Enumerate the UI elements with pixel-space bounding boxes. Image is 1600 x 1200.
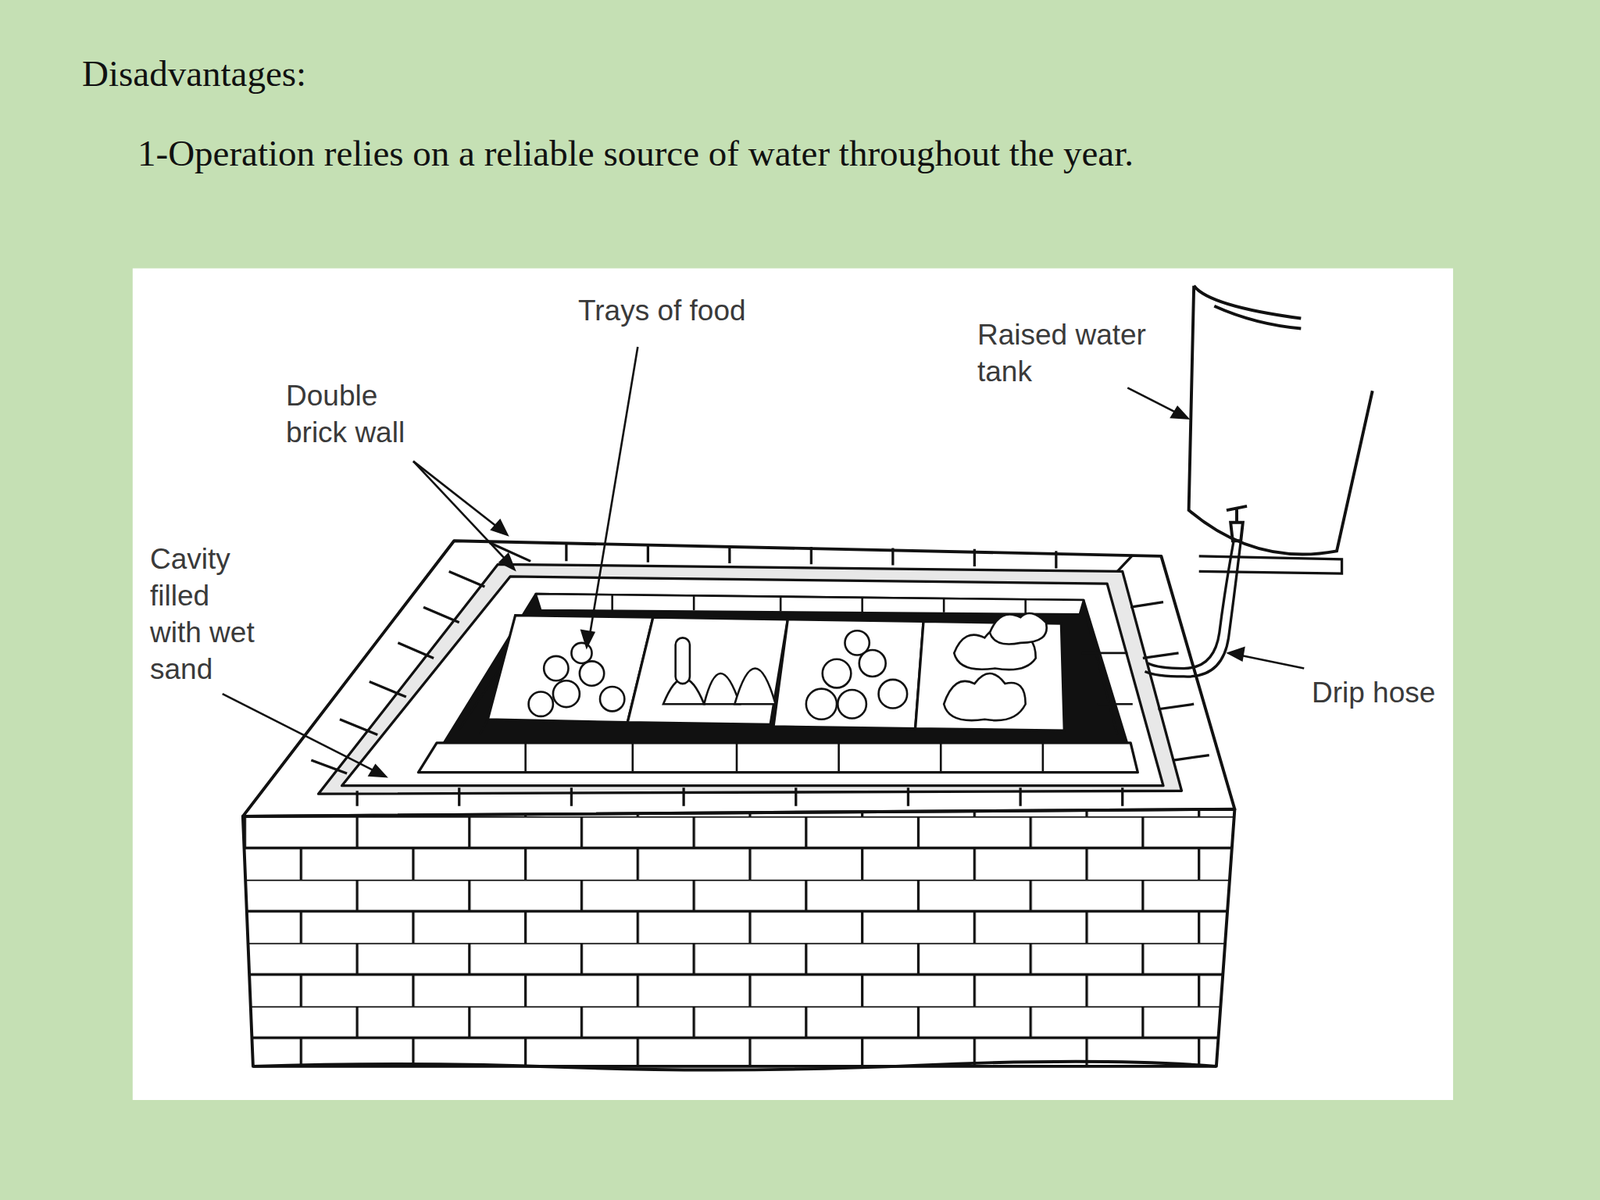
- part-label: Double brick wall: [285, 377, 443, 451]
- leader-lines: [222, 346, 1304, 777]
- leader-lines-part: [589, 346, 639, 641]
- vegetables-part: [528, 692, 554, 717]
- part-label: Trays of food: [578, 292, 747, 329]
- leader-lines-part: [1228, 647, 1245, 661]
- vegetables-part: [943, 673, 1025, 721]
- outer-rim: [242, 540, 1236, 817]
- slide-heading: Disadvantages:: [82, 51, 307, 96]
- vegetables-part: [806, 689, 837, 720]
- vegetables-part: [822, 659, 852, 689]
- leader-lines-part: [1171, 407, 1188, 418]
- leader-lines-part: [413, 460, 503, 531]
- leader-lines-part: [369, 765, 386, 777]
- leader-lines-part: [222, 693, 380, 774]
- vegetables-part: [600, 686, 625, 711]
- vegetables-part: [703, 673, 740, 704]
- vegetables-part: [579, 660, 604, 686]
- inner-back-bricks: [535, 593, 1084, 615]
- part-label: Raised water tank: [977, 316, 1165, 390]
- tap: [1226, 506, 1247, 541]
- tank-rim: [1193, 285, 1301, 329]
- leader-lines-part: [413, 460, 511, 565]
- leader-lines-part: [1127, 387, 1182, 415]
- tray: [627, 617, 788, 725]
- brick-cooler: [242, 540, 1236, 1070]
- rim-joints: [310, 542, 1209, 807]
- leader-lines-part: [492, 520, 508, 535]
- tray: [487, 615, 654, 723]
- water-tank: [1144, 285, 1372, 677]
- vegetables-part: [844, 630, 869, 655]
- vegetables-part: [553, 680, 580, 708]
- part-label: Drip hose: [1311, 674, 1436, 711]
- bullet-note: 1-Operation relies on a reliable source …: [137, 131, 1134, 175]
- vegetables: [528, 613, 1047, 721]
- vegetables-part: [675, 637, 690, 684]
- vegetables-part: [571, 642, 592, 664]
- food-trays: [487, 613, 1065, 731]
- vegetables-part: [543, 656, 568, 681]
- vegetables-part: [989, 613, 1047, 645]
- vegetables-part: [837, 689, 867, 719]
- vegetables-part: [878, 679, 908, 709]
- tank-stand: [1199, 556, 1343, 574]
- leader-lines-part: [1234, 653, 1304, 668]
- tray: [773, 619, 924, 729]
- drip-hose: [1144, 540, 1241, 677]
- part-label: Cavity filled with wet sand: [150, 540, 266, 688]
- vegetables-part: [734, 668, 775, 705]
- sand-cavity: [318, 564, 1183, 794]
- front-wall-bottom: [253, 1061, 1217, 1071]
- brick-joints: [459, 594, 1133, 772]
- inner-wall-top: [342, 576, 1164, 786]
- leader-lines-part: [500, 553, 515, 570]
- front-wall: [242, 809, 1236, 1067]
- interior: [428, 593, 1136, 768]
- white-panel: [132, 268, 1454, 1100]
- tank-body: [1189, 285, 1373, 555]
- leader-lines-part: [581, 630, 594, 647]
